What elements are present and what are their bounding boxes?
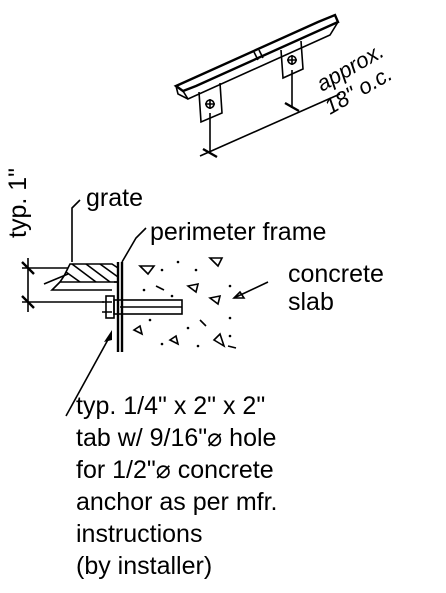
- tab-left: [198, 82, 223, 124]
- tab-note-line1: typ. 1/4" x 2" x 2": [76, 392, 265, 420]
- grate-label: grate: [86, 184, 143, 212]
- concrete-slab-label-line1: concrete: [288, 260, 384, 288]
- slab-leader: [233, 281, 269, 299]
- tab-note-line3: for 1/2"⌀ concrete: [76, 456, 274, 484]
- perimeter-frame-label: perimeter frame: [150, 218, 326, 246]
- angle-end-face: [175, 85, 189, 100]
- dimension-ticks: [202, 101, 300, 159]
- angle-splice: [253, 49, 264, 61]
- height-label: typ. 1": [4, 168, 32, 238]
- angle-bottom-flange: [182, 21, 339, 101]
- angle-top-flange: [173, 13, 340, 93]
- tab-note-line4: anchor as per mfr.: [76, 488, 277, 516]
- frame-angle-isometric: [173, 13, 341, 159]
- tab-note-line2: tab w/ 9/16"⌀ hole: [76, 424, 276, 452]
- tab-right: [280, 40, 304, 80]
- tab-note-line5: instructions: [76, 520, 202, 548]
- height-dimension: [21, 258, 104, 312]
- concrete-slab-section: [132, 257, 269, 349]
- frame-leader: [121, 227, 147, 263]
- grate-section: [43, 199, 119, 291]
- grate-leader: [71, 199, 81, 262]
- tab-note-leader: [65, 330, 112, 417]
- concrete-slab-label-line2: slab: [288, 288, 334, 316]
- tab-note: typ. 1/4" x 2" x 2" tab w/ 9/16"⌀ hole f…: [76, 392, 277, 580]
- tab-note-line6: (by installer): [76, 552, 212, 580]
- spacing-dimension-line: [199, 93, 341, 157]
- tab-anchor-section: [102, 295, 183, 319]
